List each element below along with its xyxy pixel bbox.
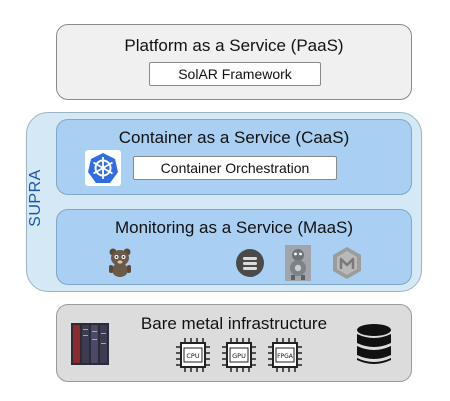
paas-title: Platform as a Service (PaaS) xyxy=(124,36,344,55)
chip-label-fpga: FPGA xyxy=(277,353,294,360)
chip-label-gpu: GPU xyxy=(232,352,246,360)
prometheus-bear-icon xyxy=(105,246,135,283)
chip-label-cpu: CPU xyxy=(186,352,199,360)
solar-framework-label: SolAR Framework xyxy=(149,62,321,86)
maas-title: Monitoring as a Service (MaaS) xyxy=(114,218,354,237)
chip-icon: CPU xyxy=(175,337,211,378)
grafana-mascot-icon xyxy=(285,245,311,286)
chart-hexagon-icon xyxy=(329,245,365,286)
chip-icon: FPGA xyxy=(267,337,303,378)
kubernetes-icon xyxy=(85,150,121,191)
maas-layer: Monitoring as a Service (MaaS) xyxy=(56,209,412,285)
database-icon xyxy=(355,323,393,372)
supra-label: SUPRA xyxy=(27,169,44,227)
bare-metal-layer: Bare metal infrastructure xyxy=(56,304,412,382)
database-menu-icon xyxy=(235,248,265,283)
container-orchestration-label: Container Orchestration xyxy=(133,156,337,180)
paas-layer: Platform as a Service (PaaS) SolAR Frame… xyxy=(56,24,412,100)
server-rack-icon xyxy=(71,323,109,370)
bare-metal-title: Bare metal infrastructure xyxy=(140,314,328,333)
caas-title: Container as a Service (CaaS) xyxy=(118,128,350,147)
chip-icon: GPU xyxy=(221,337,257,378)
caas-layer: Container as a Service (CaaS) Container … xyxy=(56,119,412,195)
